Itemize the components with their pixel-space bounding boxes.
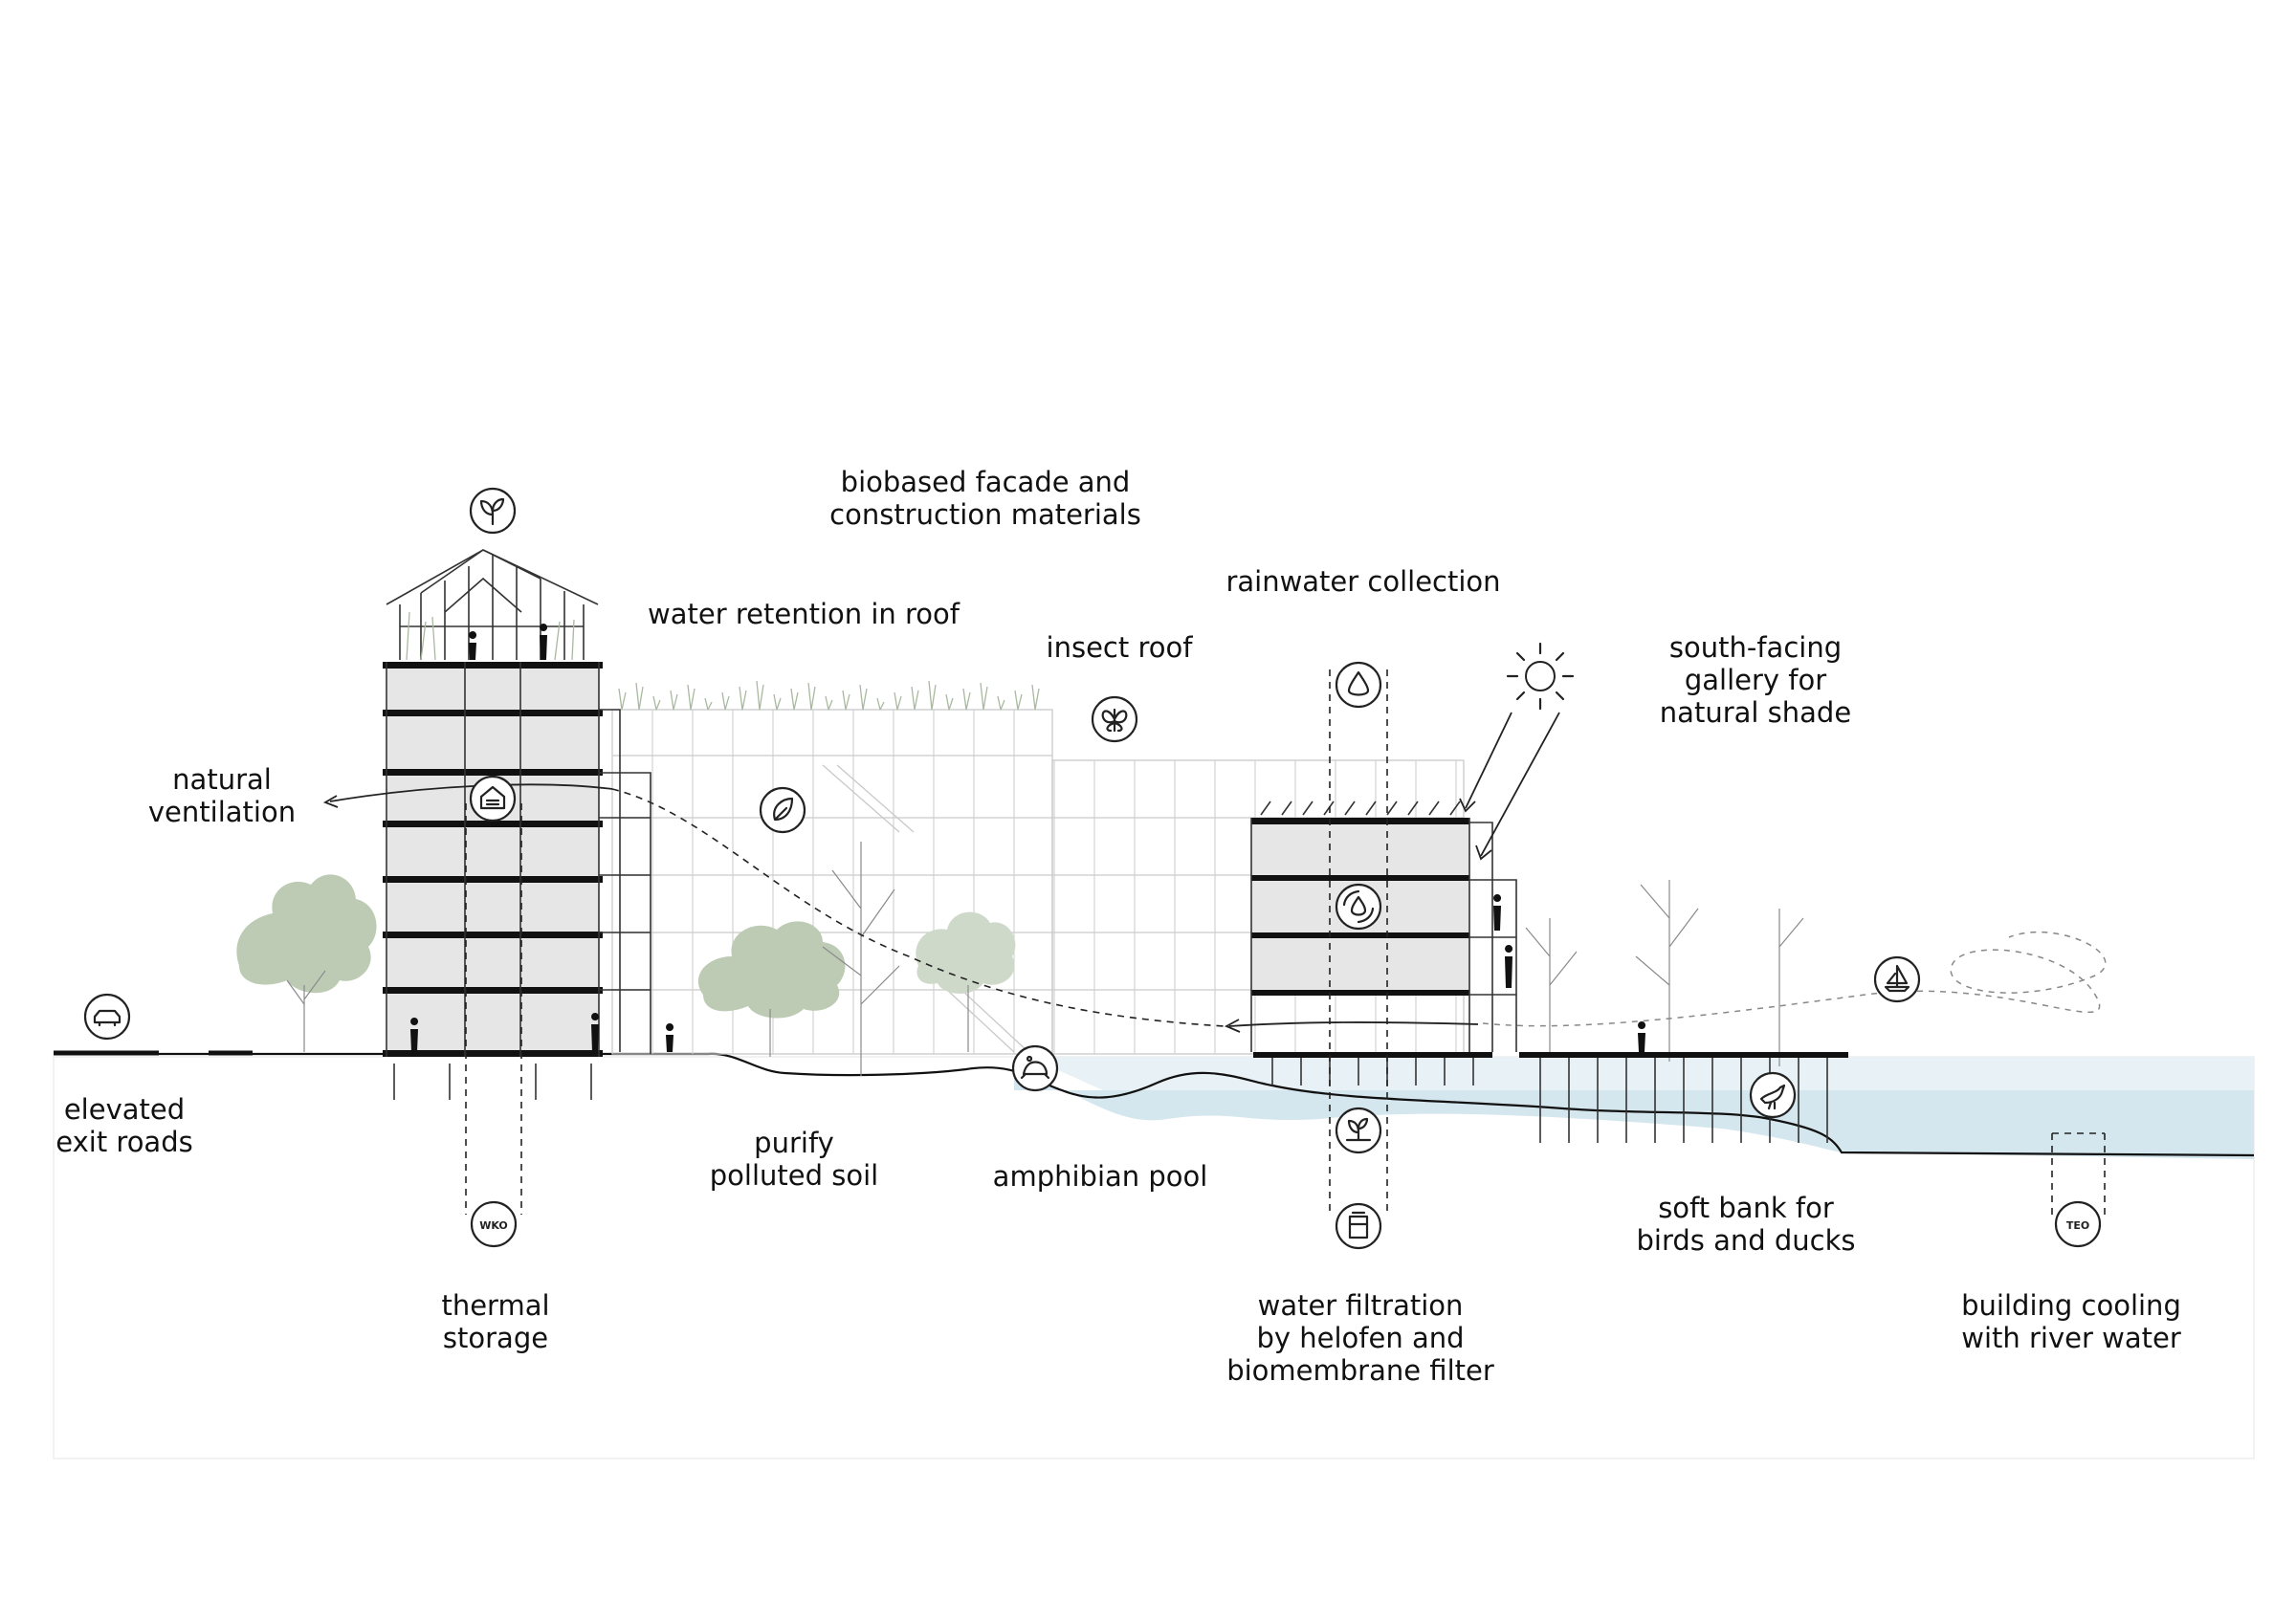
frog-icon — [1011, 1044, 1059, 1092]
label-line: building cooling — [1961, 1289, 2181, 1322]
filtration-dashed-loop — [1329, 669, 1388, 1215]
soil-plant-icon — [1335, 1107, 1382, 1154]
tower-floor-slab — [383, 769, 603, 776]
label-line: biobased facade and — [841, 466, 1131, 498]
sailboat-icon — [1873, 955, 1921, 1003]
left-tower — [383, 549, 651, 1100]
label-line: gallery for — [1685, 664, 1826, 696]
river-water — [1014, 1057, 2254, 1159]
water-drop-icon — [1335, 661, 1382, 709]
airflow-arrow — [1228, 1021, 1479, 1027]
label-line: with river water — [1961, 1322, 2181, 1354]
filter-tank-icon — [1335, 1202, 1382, 1250]
teo-icon-text: TEO — [2066, 1219, 2089, 1232]
tree-middle — [697, 921, 846, 1057]
label-line: construction materials — [829, 498, 1141, 531]
sun-icon — [1506, 642, 1575, 711]
tree-left — [236, 874, 377, 1052]
tower-floor-slab — [383, 821, 603, 827]
teo-icon: TEO — [2054, 1200, 2102, 1248]
label-line: polluted soil — [710, 1159, 878, 1192]
butterfly-icon — [1091, 695, 1138, 743]
label-rainwater: rainwater collection — [1225, 565, 1500, 598]
label-amphibian-pool: amphibian pool — [993, 1160, 1208, 1193]
right-building — [1250, 801, 1848, 1143]
bird-icon — [1749, 1071, 1797, 1119]
label-line: south-facing — [1669, 631, 1842, 664]
tower-floor-slab — [383, 710, 603, 716]
label-line: water filtration — [1258, 1289, 1464, 1322]
tower-floor-slab — [383, 1050, 603, 1057]
label-line: amphibian pool — [993, 1160, 1208, 1193]
leaf-icon — [759, 786, 806, 834]
label-line: rainwater collection — [1225, 565, 1500, 598]
tower-floor-slab — [383, 932, 603, 938]
tree-sketch-right — [1525, 880, 1804, 1066]
ventilation-dashed-flow — [611, 788, 1225, 1027]
label-line: natural — [172, 763, 272, 796]
label-line: natural shade — [1660, 696, 1851, 729]
water-cycle-icon — [1335, 883, 1382, 931]
label-line: elevated — [64, 1093, 185, 1126]
label-line: biomembrane filter — [1226, 1354, 1494, 1387]
label-line: purify — [754, 1127, 834, 1159]
label-line: ventilation — [148, 796, 296, 828]
label-line: birds and ducks — [1636, 1224, 1855, 1257]
label-insect-roof: insect roof — [1047, 631, 1194, 664]
label-line: exit roads — [55, 1126, 192, 1158]
label-line: by helofen and — [1256, 1322, 1464, 1354]
label-line: insect roof — [1047, 631, 1194, 664]
tower-floor-slab — [383, 876, 603, 883]
teo-dashed-loop — [2051, 1132, 2106, 1215]
river-wind-dashed — [1482, 931, 2107, 1027]
tree-sketch-middle — [822, 842, 1016, 1076]
ground-line — [54, 1052, 2255, 1157]
label-line: water retention in roof — [648, 598, 960, 630]
label-line: storage — [443, 1322, 548, 1354]
tower-floor-slab — [383, 987, 603, 994]
label-water-retention: water retention in roof — [648, 598, 960, 630]
tower-floor-slab — [383, 662, 603, 669]
wko-dashed-loop — [465, 803, 522, 1215]
label-line: soft bank for — [1658, 1192, 1834, 1224]
car-icon — [83, 993, 131, 1041]
label-line: thermal — [441, 1289, 549, 1322]
plant-icon — [469, 487, 517, 535]
wko-icon: WKO — [470, 1200, 518, 1248]
wko-icon-text: WKO — [479, 1219, 508, 1232]
house-ventilation-icon — [469, 775, 517, 822]
people — [410, 624, 1646, 1052]
